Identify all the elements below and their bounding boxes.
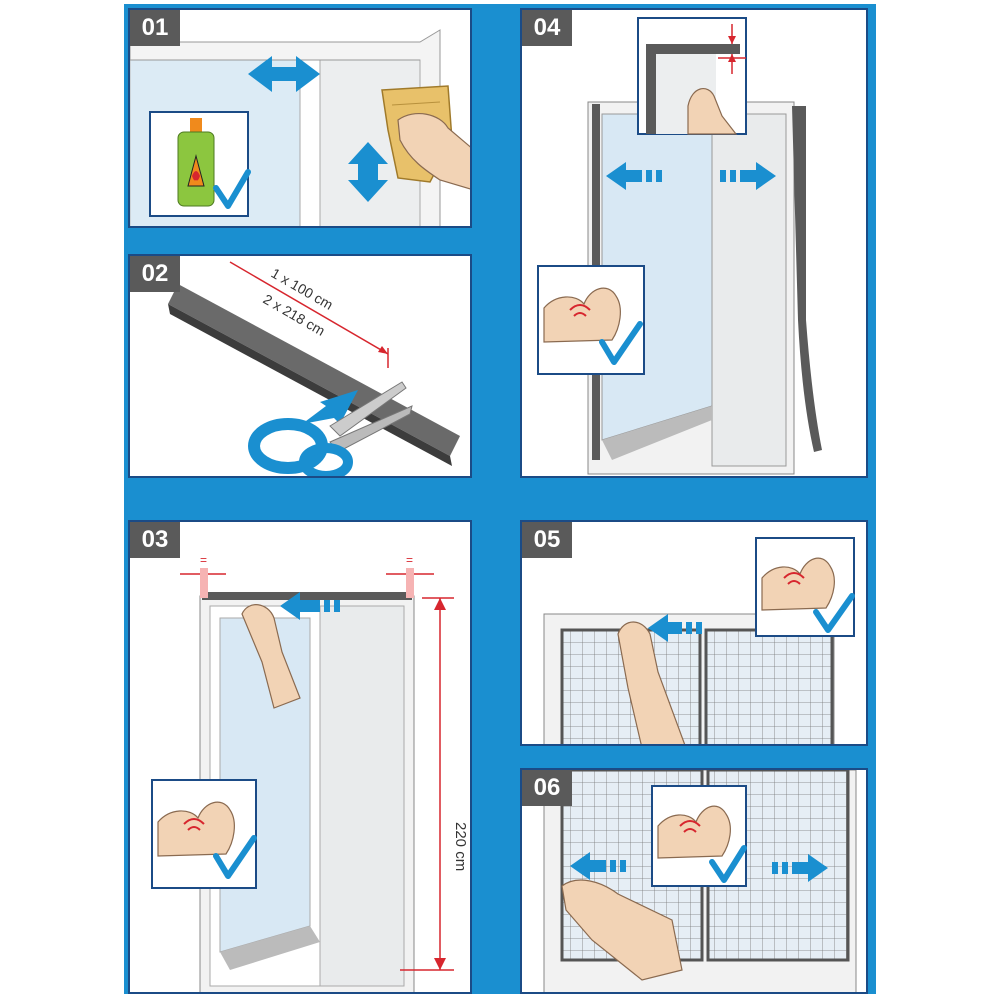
step-number: 03 (130, 522, 180, 558)
step-number: 01 (130, 10, 180, 46)
flexed-arm-icon (761, 557, 835, 611)
step-02-illustration: 1 x 100 cm 2 x 218 cm (130, 256, 470, 476)
left-arrow-icon (606, 162, 662, 190)
right-arrow-icon (720, 162, 776, 190)
cut-arrow-icon (302, 390, 358, 424)
step-number: 05 (522, 522, 572, 558)
step-05-panel: 05 (520, 520, 868, 746)
top-tape (202, 592, 412, 600)
checkmark-icon (813, 593, 855, 633)
firm-press-inset (151, 779, 257, 889)
step-04-panel: 04 (520, 8, 868, 478)
spacing-marks (180, 568, 434, 598)
step-02-panel: 1 x 100 cm 2 x 218 cm 02 (128, 254, 472, 478)
hand-icon (617, 621, 686, 744)
left-arrow-icon (280, 592, 340, 620)
horizontal-double-arrow-icon (248, 56, 320, 92)
flexed-arm-icon (657, 805, 731, 859)
firm-press-inset (755, 537, 855, 637)
step-06-illustration (522, 770, 866, 992)
step-number: 02 (130, 256, 180, 292)
step-01-panel: 01 (128, 8, 472, 228)
height-label: 220 cm (452, 822, 469, 871)
cleaner-bottle-icon (177, 118, 215, 207)
firm-press-inset (537, 265, 645, 375)
checkmark-icon (213, 835, 257, 879)
firm-press-inset (651, 785, 747, 887)
hand-icon (561, 879, 683, 981)
scissors-icon (248, 381, 413, 476)
step-01-illustration (130, 10, 470, 226)
length-measurement (229, 261, 389, 368)
right-arrow-icon (772, 854, 828, 882)
hand-icon (241, 604, 301, 709)
vertical-double-arrow-icon (348, 142, 388, 202)
hand-icon (397, 112, 470, 190)
step-05-illustration (522, 522, 866, 744)
hand-icon (687, 88, 738, 135)
flexed-arm-icon (543, 287, 621, 343)
step-03-illustration: = = 220 cm (130, 522, 470, 992)
checkmark-icon (599, 321, 643, 365)
checkmark-icon (709, 845, 747, 883)
hanging-tape (792, 106, 822, 452)
height-measurement (400, 597, 454, 971)
cleaner-inset (149, 111, 251, 217)
step-number: 04 (522, 10, 572, 46)
left-arrow-icon (648, 614, 702, 642)
step-06-panel: 06 (520, 768, 868, 994)
left-arrow-icon (570, 852, 626, 880)
step-number: 06 (522, 770, 572, 806)
equal-mark-right: = (406, 553, 413, 567)
flexed-arm-icon (157, 801, 235, 857)
equal-mark-left: = (200, 553, 207, 567)
step-03-panel: = = 220 cm (128, 520, 472, 994)
step-04-illustration (522, 10, 866, 476)
corner-detail-inset (637, 17, 747, 135)
checkmark-icon (213, 169, 251, 209)
